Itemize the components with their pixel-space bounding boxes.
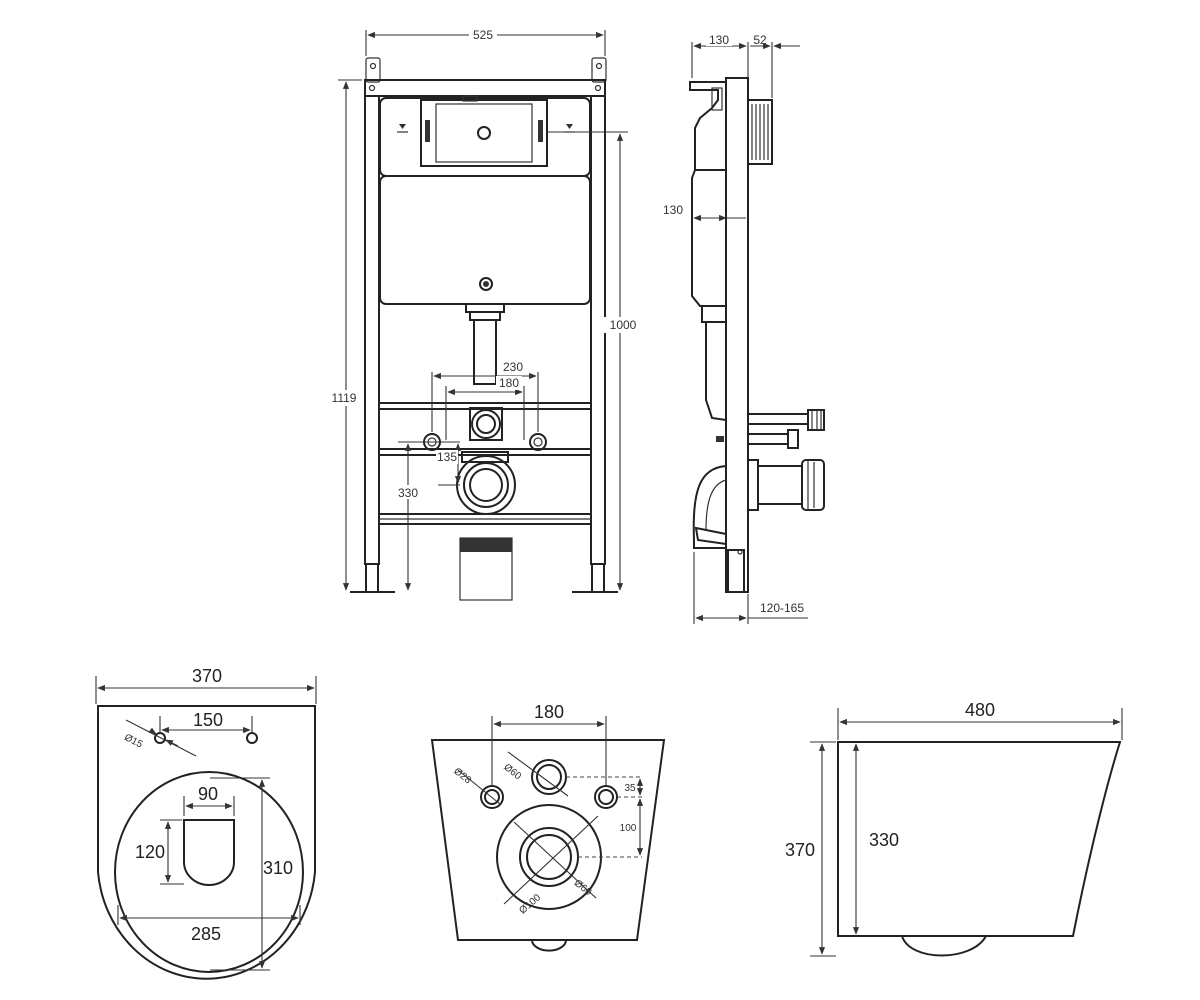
- dim-side-top-depth: 130: [709, 33, 729, 47]
- seat-hole-left: [154, 732, 166, 744]
- inlet-bracket: [469, 407, 503, 441]
- mount-tab-right: [591, 57, 607, 83]
- bowl-top-view: 370 150 Ø15 90 120 310 285: [95, 666, 317, 980]
- dim-opening-width: 90: [198, 784, 218, 804]
- dim-back-large-vertical: 100: [620, 823, 637, 834]
- bolt-right: [529, 433, 547, 451]
- dim-bolt-outer: 230: [503, 360, 523, 374]
- side-view: 130 52 130 120-165: [660, 33, 825, 624]
- frame-right-upright: [590, 95, 606, 565]
- bowl-side-outline: [837, 741, 1122, 937]
- side-outlet-bend: [692, 465, 727, 549]
- dim-back-inlet: Ø60: [501, 762, 523, 783]
- dim-side-height: 370: [785, 840, 815, 860]
- frame-top-rail: [364, 79, 606, 97]
- bowl-back-foot: [531, 939, 567, 952]
- bowl-top-inner: [114, 771, 304, 973]
- bowl-top-flush-opening: [183, 819, 235, 886]
- dim-bowl-depth: 310: [263, 858, 293, 878]
- bowl-back-bolt-left: [480, 785, 504, 809]
- outlet-pipe: [456, 455, 516, 515]
- bowl-back-outline: [430, 739, 666, 941]
- dim-wall-depth: 120-165: [760, 601, 804, 615]
- dim-seat-hole-diameter: Ø15: [122, 732, 144, 751]
- dim-side-tank-depth: 130: [663, 203, 683, 217]
- dim-side-inner-height: 330: [869, 830, 899, 850]
- side-cistern-body: [691, 169, 726, 307]
- side-flush-plate: [747, 99, 773, 165]
- side-frame-plate: [725, 77, 749, 593]
- dim-back-bolt-spacing: 180: [534, 702, 564, 722]
- dim-bowl-width: 370: [192, 666, 222, 686]
- frame-cross-rail-2: [378, 448, 592, 456]
- dim-side-length: 480: [965, 700, 995, 720]
- mount-tab-left: [365, 57, 381, 83]
- flush-pipe: [473, 319, 497, 385]
- bowl-side-foot: [901, 935, 987, 957]
- dim-bolt-inner: 180: [499, 376, 519, 390]
- frame-left-upright: [364, 95, 380, 565]
- dim-seat-hole-spacing: 150: [193, 710, 223, 730]
- dim-bowl-inner-width: 285: [191, 924, 221, 944]
- dim-back-outlet-outer: Ø100: [517, 892, 543, 916]
- front-view: 525 1119 1000 230 180 135 330: [327, 28, 638, 601]
- dim-actuator-height: 1000: [610, 318, 637, 332]
- frame-right-leg: [591, 563, 605, 593]
- dim-back-small-vertical: 35: [624, 783, 636, 794]
- side-cistern-top: [689, 81, 726, 171]
- bowl-back-view: 180 Ø28 Ø60 35 100 Ø60 Ø100: [430, 702, 666, 952]
- dim-inlet-offset: 135: [437, 450, 457, 464]
- dim-total-height: 1119: [332, 391, 357, 405]
- dim-opening-length: 120: [135, 842, 165, 862]
- cistern-top: [379, 97, 591, 177]
- side-water-inlet: [747, 413, 809, 425]
- bowl-side-view: 480 370 330: [785, 700, 1123, 957]
- seat-hole-right: [246, 732, 258, 744]
- bowl-top-outline: [97, 705, 316, 980]
- actuator-opening: [420, 99, 548, 167]
- dim-back-bolt-hole: Ø28: [451, 766, 473, 787]
- frame-left-leg: [365, 563, 379, 593]
- inlet-pipe: [471, 409, 501, 439]
- dim-flush-plate-depth: 52: [753, 33, 767, 47]
- side-downpipe: [705, 322, 727, 421]
- dim-total-width: 525: [473, 28, 493, 42]
- dim-outlet-height: 330: [398, 486, 418, 500]
- bowl-back-outlet-inner: [519, 827, 579, 887]
- flush-pipe-collar: [465, 303, 505, 313]
- side-outlet-connector: [757, 465, 803, 505]
